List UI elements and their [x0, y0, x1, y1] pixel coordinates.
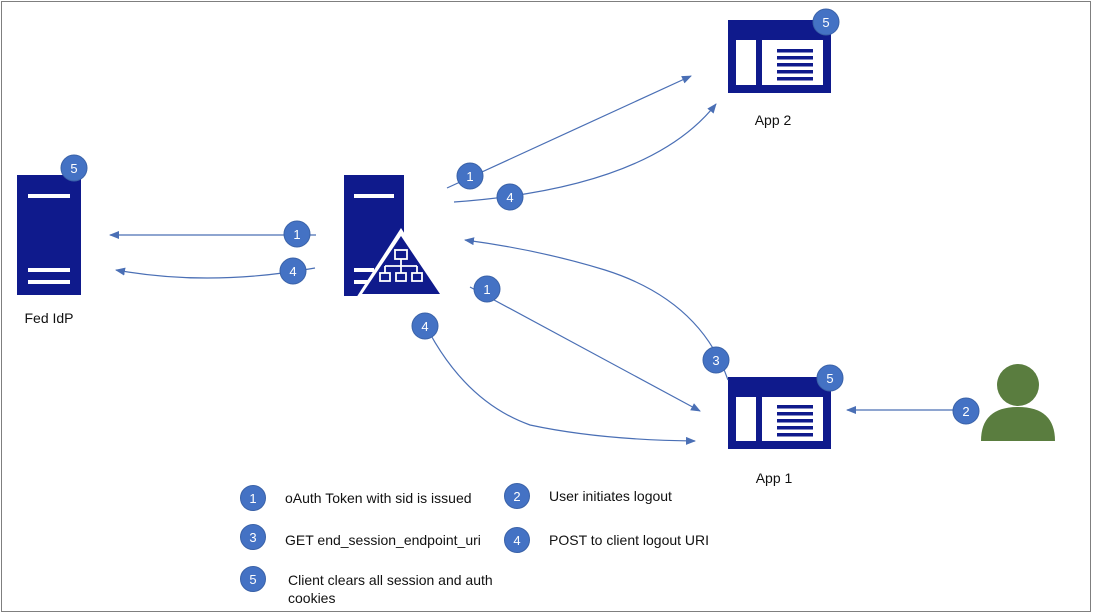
badge-app2-5: 5 — [812, 8, 840, 36]
badge-fed-idp-5: 5 — [60, 154, 88, 182]
legend-badge-3: 3 — [240, 524, 266, 550]
federation-server-icon — [344, 175, 446, 298]
legend-badge-1: 1 — [240, 485, 266, 511]
svg-text:4: 4 — [421, 319, 428, 334]
badge-fed-idp-4: 4 — [279, 257, 307, 285]
fed-idp-label: Fed IdP — [24, 310, 73, 326]
badge-user-2: 2 — [952, 397, 980, 425]
legend-badge-4: 4 — [504, 527, 530, 553]
svg-text:3: 3 — [712, 353, 719, 368]
arrow-to-app2-1 — [446, 75, 692, 189]
arrow-from-app1-3 — [464, 237, 729, 381]
user-icon — [981, 364, 1055, 441]
badge-app1-1: 1 — [473, 275, 501, 303]
badge-app1-3: 3 — [702, 346, 730, 374]
arrow-to-app2-4 — [453, 103, 717, 203]
fed-idp-server-icon — [17, 175, 81, 295]
svg-text:1: 1 — [466, 169, 473, 184]
arrow-to-app1-1 — [469, 286, 701, 412]
legend-badge-5: 5 — [240, 566, 266, 592]
app1-window-icon — [728, 377, 831, 449]
svg-text:5: 5 — [826, 371, 833, 386]
svg-text:4: 4 — [506, 190, 513, 205]
svg-text:2: 2 — [962, 404, 969, 419]
badge-app1-5: 5 — [816, 364, 844, 392]
app2-label: App 2 — [755, 112, 792, 128]
badge-fed-idp-1: 1 — [283, 220, 311, 248]
legend-text-1: oAuth Token with sid is issued — [285, 490, 472, 506]
legend-text-3: GET end_session_endpoint_uri — [285, 532, 481, 548]
legend-text-4: POST to client logout URI — [549, 532, 710, 548]
app1-label: App 1 — [756, 470, 793, 486]
app2-window-icon — [728, 20, 831, 93]
badge-app2-4: 4 — [496, 183, 524, 211]
svg-text:1: 1 — [293, 227, 300, 242]
legend-text-2: User initiates logout — [549, 488, 672, 504]
legend-badge-2: 2 — [504, 483, 530, 509]
arrow-to-app1-4 — [419, 313, 696, 445]
svg-text:5: 5 — [70, 161, 77, 176]
svg-text:1: 1 — [483, 282, 490, 297]
svg-text:4: 4 — [289, 264, 296, 279]
badge-app1-4: 4 — [411, 312, 439, 340]
legend-text-5: Client clears all session and auth cooki… — [288, 572, 493, 606]
badge-app2-1: 1 — [456, 162, 484, 190]
svg-text:5: 5 — [822, 15, 829, 30]
